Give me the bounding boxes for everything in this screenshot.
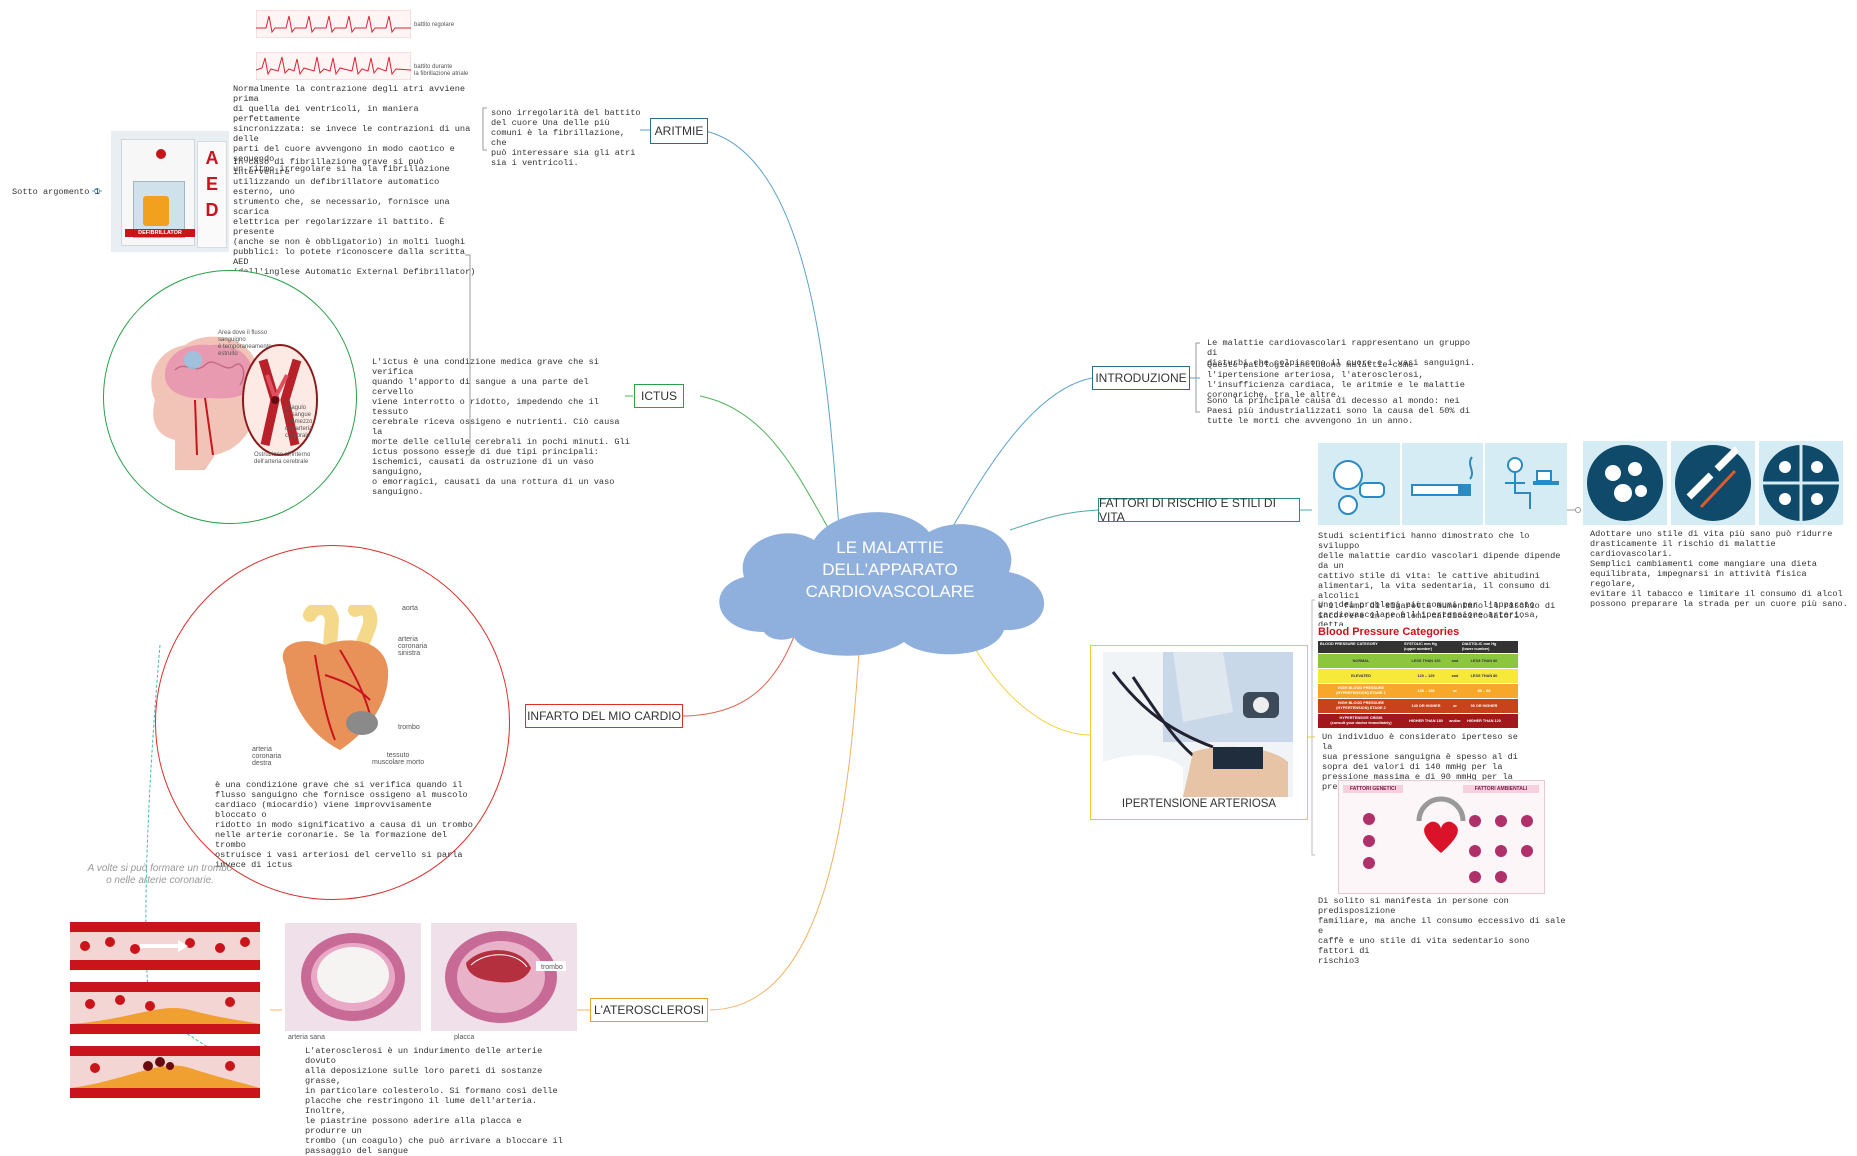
heart-label-tessuto: tessuto muscolare morto [372,752,425,766]
bp-diastolic: 80 – 89 [1477,688,1491,693]
heart-label-acd: arteria coronaria destra [252,746,282,767]
link-ipertensione [964,629,1091,736]
heart-illustration [282,605,389,750]
aritmie-normal-text: Normalmente la contrazione degli atri av… [233,84,471,174]
heart-label-acs: arteria coronaria sinistra [398,636,428,657]
artery-cross-illustration [70,922,260,1098]
bp-systolic: 130 – 139 [1417,688,1435,693]
bp-category: HYPERTENSIVE CRISIS (consult your doctor… [1330,716,1392,725]
sedentary-icon [1485,443,1568,525]
heart-label-trombo: trombo [398,724,420,731]
bp-row: HIGH BLOOD PRESSURE (HYPERTENSION) STAGE… [1318,698,1518,713]
link-aterosclerosi [709,634,861,1011]
ictus-label-ostruzione: Ostruzione all'interno dell'arteria cere… [254,452,311,465]
node-ictus[interactable]: ICTUS [634,384,684,408]
bp-category: NORMAL [1352,658,1370,663]
bp-row: ELEVATED 120 – 129 and LESS THAN 80 [1318,668,1518,683]
intro-paragraph-2: Queste patologie includono malattie come… [1207,360,1465,400]
bp-operator: and [1451,658,1459,663]
bp-diastolic: 90 OR HIGHER [1470,703,1498,708]
ictus-text: L'ictus è una condizione medica grave ch… [372,357,630,497]
bp-category: HIGH BLOOD PRESSURE (HYPERTENSION) STAGE… [1336,701,1386,710]
ipertensione-paragraph-3: Di solito si manifesta in persone con pr… [1318,896,1566,966]
node-aterosclerosi[interactable]: L'ATEROSCLEROSI [590,998,708,1022]
risk-factors-infographic: FATTORI GENETICI FATTORI AMBIENTALI [1338,780,1545,894]
aed-cabinet-image: AED DEFIBRILLATOR [111,131,229,252]
aritmie-fibrillation-text: In caso di fibrillazione grave si può in… [233,157,476,277]
node-ipertensione[interactable]: IPERTENSIONE ARTERIOSA [1090,645,1308,820]
node-introduzione[interactable]: INTRODUZIONE [1092,366,1190,390]
link-infarto [682,619,801,717]
link-introduzione [944,377,1093,541]
ictus-label-coagulo: coagulo di sangue nel mezzo dell'arteria… [285,405,313,439]
bp-categories-chart: Blood Pressure Categories BLOOD PRESSURE… [1318,626,1518,730]
bp-systolic: 140 OR HIGHER [1411,703,1441,708]
bp-diastolic: LESS THAN 80 [1470,673,1498,678]
node-fattori[interactable]: FATTORI DI RISCHIO E STILI DI VITA [1098,496,1300,524]
node-infarto[interactable]: INFARTO DEL MIO CARDIO [525,704,683,728]
intro-paragraph-1: Le malattie cardiovascolari rappresentan… [1207,338,1476,368]
node-ipertensione-label: IPERTENSIONE ARTERIOSA [1121,798,1277,810]
intro-paragraph-3: Sono la principale causa di decesso al m… [1207,396,1471,426]
sotto-argomento-node[interactable]: Sotto argomento 1 [12,187,100,197]
bp-diastolic: HIGHER THAN 120 [1467,718,1501,723]
infarto-text: è una condizione grave che si verifica q… [215,780,473,870]
bp-diastolic: LESS THAN 80 [1470,658,1498,663]
aterosclerosi-text: L'aterosclerosi è un indurimento delle a… [305,1046,563,1156]
bp-operator: and [1451,673,1459,678]
bp-row: NORMAL LESS THAN 120 and LESS THAN 80 [1318,653,1518,668]
fattori-text: Studi scientifici hanno dimostrato che l… [1318,531,1561,621]
bp-chart-title: Blood Pressure Categories [1318,626,1460,638]
bp-header-category: BLOOD PRESSURE CATEGORY [1320,642,1378,646]
link-fattori [1009,509,1099,531]
ecg-fibrillation-label: battito durante la fibrillazione atriale [414,64,469,77]
healthy-lifestyle-icons [1583,441,1849,525]
ecg-regular-image [256,10,411,38]
brain-stroke-illustration [151,336,318,470]
bp-operator: and/or [1449,718,1461,723]
central-topic-title: LE MALATTIE DELL'APPARATO CARDIOVASCOLAR… [805,538,975,601]
blood-pressure-photo [1103,652,1293,797]
aritmie-definition-text: sono irregolarità del battito del cuore … [491,108,641,168]
bp-operator: or [1453,703,1457,708]
no-smoking-icon [1671,441,1755,525]
fattori-ambientali-title: FATTORI AMBIENTALI [1463,785,1539,793]
heart-label-aorta: aorta [402,605,418,612]
label-trombo: trombo [541,964,563,971]
infographic-icons [1363,796,1533,883]
label-arteria-sana: arteria sana [288,1034,325,1041]
link-ictus [699,395,836,541]
plaque-artery-histology [431,923,577,1031]
bp-category: ELEVATED [1351,673,1371,678]
healthy-food-icon [1583,441,1667,525]
bp-row: HYPERTENSIVE CRISIS (consult your doctor… [1318,713,1518,728]
bp-header-systolic: SYSTOLIC mm Hg (upper number) [1404,642,1437,651]
bp-category: HIGH BLOOD PRESSURE (HYPERTENSION) STAGE… [1336,686,1386,695]
label-placca: placca [454,1034,475,1041]
ecg-fibrillation-image [256,52,411,80]
ecg-regular-label: battito regolare [414,22,455,28]
junk-food-icon [1318,443,1400,525]
stile-vita-text: Adottare uno stile di vita più sano può … [1590,529,1848,609]
risk-factor-icons [1318,443,1568,525]
aed-letters: AED [205,148,219,220]
ictus-label-area: Area dove il flusso sanguigno è temporan… [218,330,272,357]
cigarette-icon [1401,443,1484,525]
healthy-artery-histology [285,923,421,1031]
bp-systolic: 120 – 129 [1417,673,1435,678]
aed-label: DEFIBRILLATOR [125,229,195,237]
trombo-caption: A volte si può formare un trombo o nelle… [87,863,233,886]
bp-header-diastolic: DIASTOLIC mm Hg (lower number) [1462,642,1497,651]
central-topic-cloud[interactable] [704,502,1062,660]
bp-systolic: HIGHER THAN 180 [1409,718,1443,723]
bp-systolic: LESS THAN 120 [1411,658,1441,663]
bp-operator: or [1453,688,1457,693]
bp-row: HIGH BLOOD PRESSURE (HYPERTENSION) STAGE… [1318,683,1518,698]
node-aritmie[interactable]: ARITMIE [650,118,708,144]
sport-activity-icon [1759,441,1843,525]
fattori-genetici-title: FATTORI GENETICI [1343,785,1403,793]
mind-map-canvas: LE MALATTIE DELL'APPARATO CARDIOVASCOLAR… [12,10,1849,1156]
link-aritmie [699,129,841,541]
